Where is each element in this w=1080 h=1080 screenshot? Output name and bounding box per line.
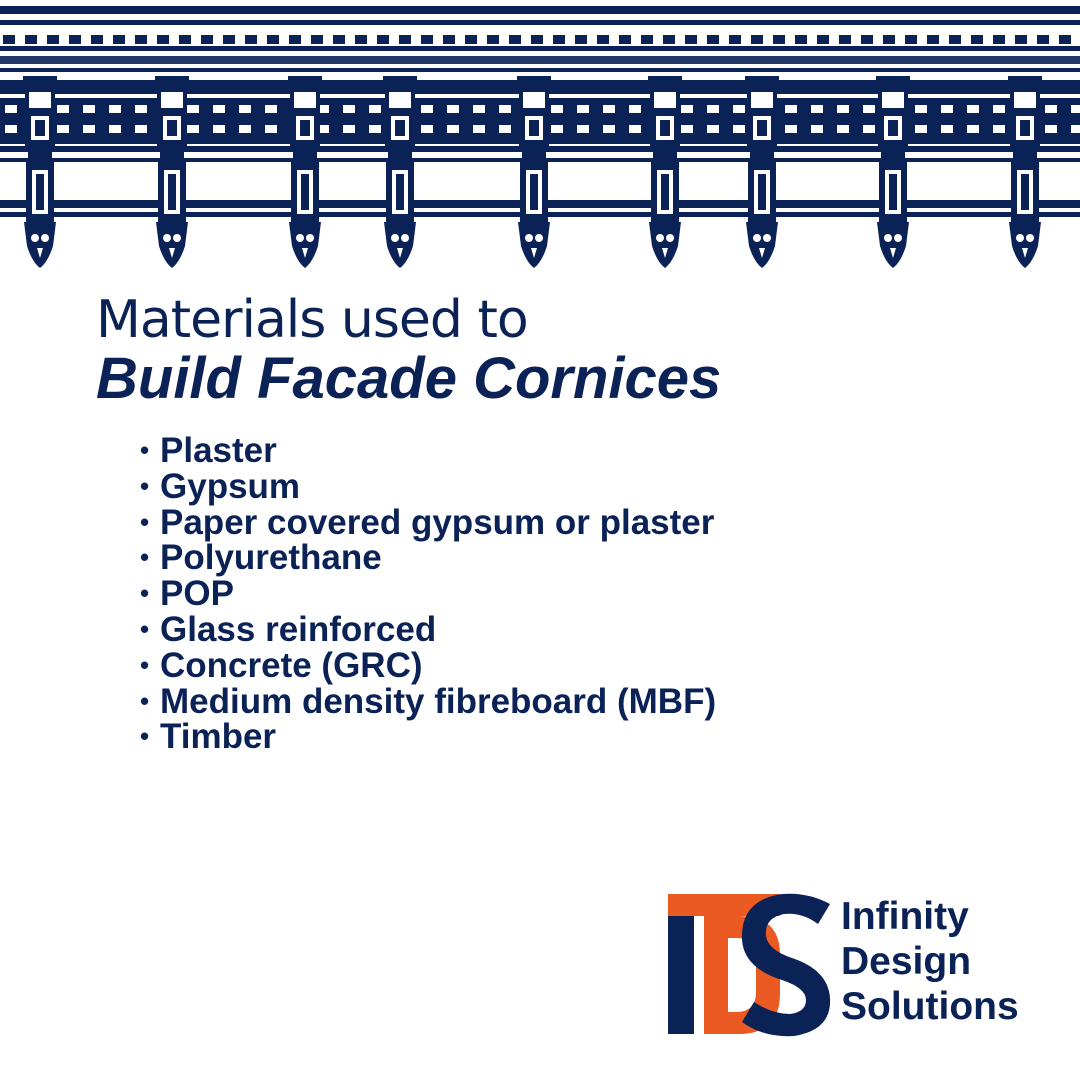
material-label: Glass reinforced xyxy=(160,609,437,649)
material-label: Plaster xyxy=(160,431,277,470)
list-item: • Medium density fibreboard (MBF) xyxy=(140,681,717,721)
list-item: • Timber xyxy=(140,719,716,755)
logo-word-design: Design xyxy=(841,940,972,983)
list-item: • Glass reinforced xyxy=(140,612,716,648)
bullet-icon: • xyxy=(140,578,150,609)
bullet-icon: • xyxy=(140,721,150,752)
list-item: • Gypsum xyxy=(140,466,716,506)
cornice-illustration-icon xyxy=(0,6,1080,270)
bullet-icon: • xyxy=(140,613,150,644)
company-logo: Infinity Design Solutions xyxy=(668,890,1048,1040)
logo-wordmark: Infinity Design Solutions xyxy=(841,894,1019,1029)
bullet-icon: • xyxy=(140,506,150,537)
material-label: Medium density fibreboard (MBF) xyxy=(160,681,717,721)
bullet-icon: • xyxy=(140,542,150,573)
list-item: • Paper covered gypsum or plaster xyxy=(140,502,716,542)
material-label: Polyurethane xyxy=(160,538,382,578)
materials-list: • Plaster • Gypsum • Paper covered gypsum o… xyxy=(140,433,716,755)
list-item: • POP xyxy=(140,576,716,612)
material-label: Timber xyxy=(160,717,277,757)
title-line-2: Build Facade Cornices xyxy=(96,346,722,411)
material-label: Gypsum xyxy=(160,466,301,506)
title-line-1: Materials used to xyxy=(96,290,529,350)
material-label: POP xyxy=(160,574,234,614)
bullet-icon: • xyxy=(140,435,150,465)
logo-word-infinity: Infinity xyxy=(841,895,969,938)
logo-word-solutions: Solutions xyxy=(841,985,1019,1028)
bullet-icon: • xyxy=(140,685,150,716)
list-item: • Polyurethane xyxy=(140,540,716,576)
bullet-icon: • xyxy=(140,470,150,501)
bullet-icon: • xyxy=(140,649,150,680)
list-item: • Concrete (GRC) xyxy=(140,645,716,685)
list-item: • Plaster xyxy=(140,433,716,469)
material-label: Paper covered gypsum or plaster xyxy=(160,502,715,542)
page-title: Materials used to Build Facade Cornices xyxy=(96,290,721,408)
ids-logo-icon xyxy=(668,893,831,1037)
material-label: Concrete (GRC) xyxy=(160,645,423,685)
